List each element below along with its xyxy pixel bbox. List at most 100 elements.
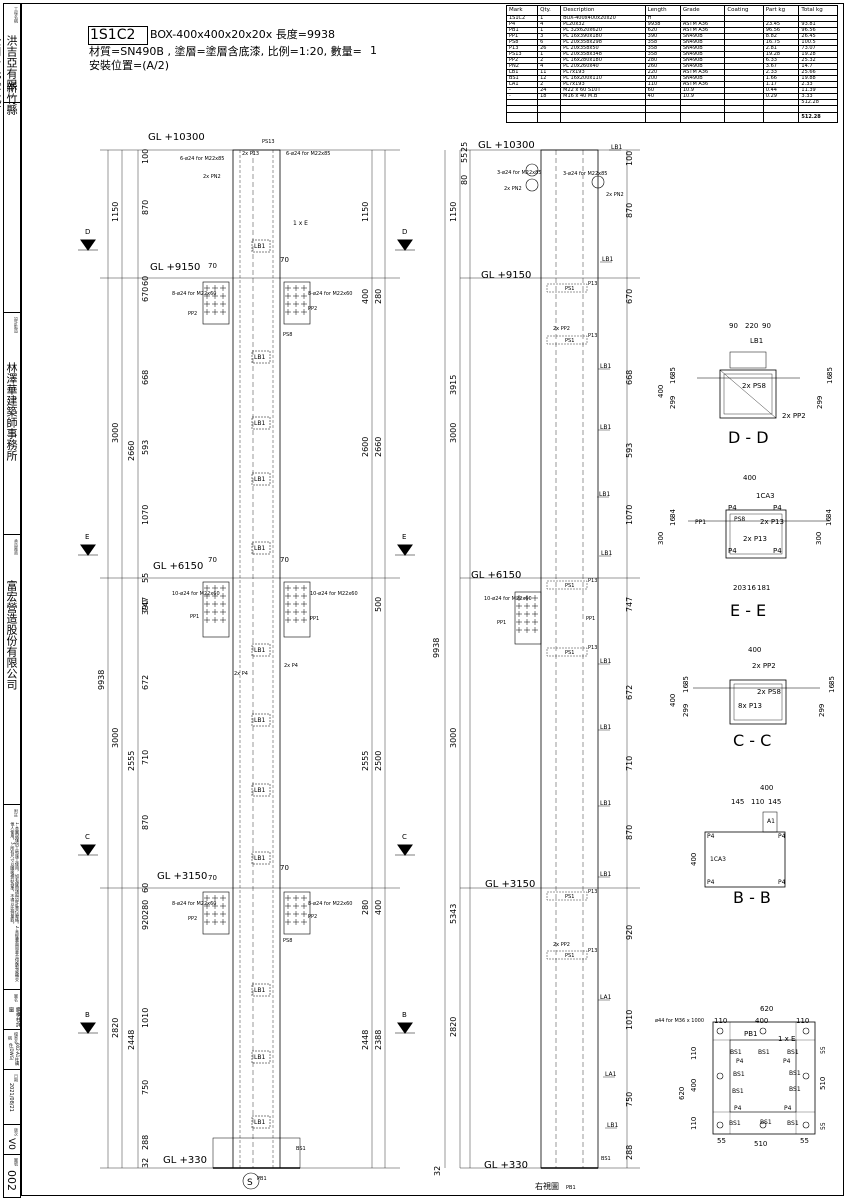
lb1-bracket bbox=[251, 713, 271, 727]
lb1-bracket bbox=[251, 1050, 271, 1064]
dimension-label: 2555 bbox=[127, 751, 136, 771]
project-cell: 工程名稱 bbox=[4, 4, 20, 103]
callout-label: 2x P4 bbox=[284, 663, 298, 669]
member-location: 安裝位置=(A/2) bbox=[89, 59, 170, 72]
dimension-label: 670 bbox=[141, 287, 150, 302]
dimension-label: 16 bbox=[682, 684, 690, 693]
dimension-label: 400 bbox=[690, 1079, 698, 1092]
grand-total: 512.28 bbox=[798, 112, 838, 123]
dimension-label: 672 bbox=[141, 675, 150, 690]
dimension-label: 593 bbox=[141, 440, 150, 455]
lb1-label: LB1 bbox=[254, 717, 265, 724]
lb1-label: LB1 bbox=[254, 545, 265, 552]
dimension-label: 620 bbox=[678, 1087, 686, 1100]
section-dd-lb1 bbox=[729, 351, 767, 369]
callout-label: 1 x E bbox=[293, 220, 308, 227]
section-cut-arrow bbox=[80, 544, 96, 556]
dimension-label: 668 bbox=[625, 370, 634, 385]
stiffener-mark bbox=[546, 335, 588, 345]
anchor-hole bbox=[716, 1027, 724, 1035]
dimension-label: 85 bbox=[682, 676, 690, 685]
dimension-label: 100 bbox=[625, 151, 634, 166]
connection-plate-pp2 bbox=[202, 281, 230, 325]
dimension-label: 181 bbox=[757, 584, 770, 592]
dimension-label: 80 bbox=[460, 175, 469, 185]
side-column-outline bbox=[540, 149, 599, 1169]
lb1-label: LB1 bbox=[601, 550, 612, 557]
callout-label: 2x PN2 bbox=[606, 192, 624, 198]
bolt-hole bbox=[525, 163, 539, 177]
dimension-label: 750 bbox=[141, 1080, 150, 1095]
callout-label: 2x PP2 bbox=[553, 326, 570, 332]
connection-plate-pp1 bbox=[202, 581, 230, 638]
section-cut-label: B bbox=[402, 1011, 407, 1019]
dimension-label: 400 bbox=[748, 646, 761, 654]
section-cc-box-inner bbox=[733, 683, 783, 721]
callout-label: 6-ø24 for M22x85 bbox=[286, 151, 330, 157]
dimension-label: 145 bbox=[731, 798, 744, 806]
section-cut-label: C bbox=[402, 833, 407, 841]
lb1-label: LB1 bbox=[600, 363, 611, 370]
dimension-label: 2500 bbox=[374, 751, 383, 771]
dimension-label: 299 bbox=[818, 704, 826, 717]
dimension-label: 3000 bbox=[111, 423, 120, 443]
callout-label: 10-ø24 for M22x60 bbox=[172, 591, 220, 597]
dimension-label: 55 bbox=[141, 573, 150, 583]
file-name: 002-A1柱構件(DWG) bbox=[9, 1043, 20, 1066]
dimension-label: 2448 bbox=[361, 1030, 370, 1050]
dimension-label: 300 bbox=[657, 532, 665, 545]
section-cut-label: D bbox=[402, 228, 407, 236]
callout-label: 8x P13 bbox=[738, 702, 762, 710]
architect-name: 林澤華建築師事務所 bbox=[5, 361, 18, 461]
dimension-label: 145 bbox=[768, 798, 781, 806]
lb1-bracket bbox=[251, 416, 271, 430]
sheet-border bbox=[21, 3, 844, 1196]
dimension-label: 1150 bbox=[111, 202, 120, 222]
lb1-label: LB1 bbox=[254, 647, 265, 654]
base-plate-outline bbox=[712, 1021, 816, 1135]
anchor-hole bbox=[802, 1072, 810, 1080]
date-label: 日期 bbox=[14, 1074, 19, 1082]
anchor-hole bbox=[759, 1121, 767, 1129]
bolt-hole bbox=[525, 178, 539, 192]
lb1-label: LB1 bbox=[254, 354, 265, 361]
callout-label: 1CA3 bbox=[756, 492, 775, 500]
dimension-label: 16 bbox=[828, 684, 836, 693]
section-cut-arrow bbox=[397, 544, 413, 556]
member-quantity: 1 bbox=[370, 44, 377, 57]
ps1-label: PS1 bbox=[565, 650, 574, 656]
dimension-label: 400 bbox=[374, 900, 383, 915]
lb1-bracket bbox=[251, 472, 271, 486]
project-name-cell bbox=[4, 102, 20, 313]
dimension-label: 84 bbox=[669, 509, 677, 518]
stiffener-mark bbox=[546, 950, 588, 960]
callout-label: ø44 for M36 x 1000 bbox=[655, 1018, 704, 1024]
callout-label: PS8 bbox=[283, 938, 292, 944]
callout-label: PB1 bbox=[257, 1176, 267, 1182]
level-label: GL +3150 bbox=[485, 879, 535, 890]
dimension-label: 1010 bbox=[141, 1008, 150, 1028]
lb1-label: LB1 bbox=[600, 800, 611, 807]
callout-label: P4 bbox=[783, 1058, 791, 1065]
dimension-label: 100 bbox=[141, 149, 150, 164]
callout-label: P4 bbox=[728, 547, 737, 555]
lb1-label: LB1 bbox=[254, 855, 265, 862]
dimension-label: 70 bbox=[280, 256, 289, 264]
lb1-bracket bbox=[251, 239, 271, 253]
stiffener-mark bbox=[546, 647, 588, 657]
notes-cell: 附註 bbox=[4, 804, 20, 990]
manufacturer-label: 承造廠商 bbox=[14, 539, 19, 555]
callout-label: BS1 bbox=[787, 1120, 799, 1127]
callout-label: BS1 bbox=[729, 1120, 741, 1127]
dimension-label: 85 bbox=[826, 367, 834, 376]
sheet-no-cell: 圖號 002 bbox=[4, 1154, 20, 1197]
section-cut-arrow bbox=[80, 239, 96, 251]
lb1-label: LA1 bbox=[600, 994, 612, 1001]
dimension-label: 710 bbox=[625, 756, 634, 771]
dimension-label: 710 bbox=[141, 750, 150, 765]
section-cut-label: D bbox=[85, 228, 90, 236]
stiffener-mark bbox=[546, 580, 588, 590]
section-dd-box bbox=[719, 369, 777, 419]
